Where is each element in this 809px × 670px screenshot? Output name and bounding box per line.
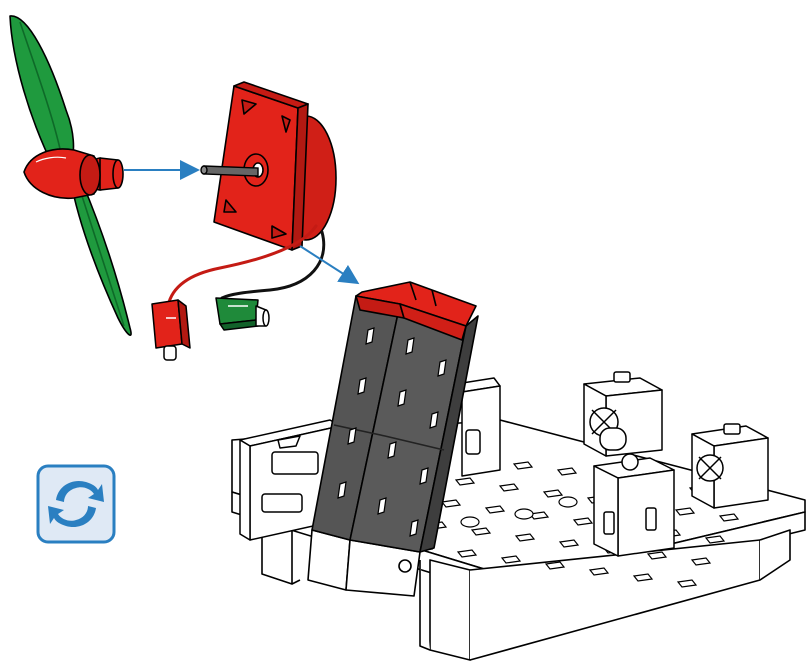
plate-slot bbox=[456, 478, 474, 485]
plate-slot bbox=[458, 550, 476, 557]
plate-slot bbox=[634, 574, 652, 581]
rotate-icon[interactable] bbox=[36, 464, 116, 544]
plate-slot bbox=[706, 536, 724, 543]
plate-slot bbox=[574, 518, 592, 525]
plate-hole bbox=[515, 509, 533, 519]
plate-slot bbox=[692, 558, 710, 565]
plate-slot bbox=[514, 462, 532, 469]
plate-slot bbox=[546, 562, 564, 569]
plate-slot bbox=[560, 540, 578, 547]
plug-red bbox=[152, 300, 190, 360]
plate-slot bbox=[558, 468, 576, 475]
motor bbox=[214, 82, 336, 250]
base-block-right-2 bbox=[692, 424, 768, 508]
base-block-right-3 bbox=[594, 454, 674, 556]
plate-slot bbox=[678, 580, 696, 587]
plate-hole bbox=[559, 497, 577, 507]
plug-green bbox=[216, 298, 269, 330]
plate-hole bbox=[461, 517, 479, 527]
plate-slot bbox=[590, 568, 608, 575]
plate-slot bbox=[544, 490, 562, 497]
plate-slot bbox=[516, 534, 534, 541]
plate-slot bbox=[676, 508, 694, 515]
plate-slot bbox=[472, 528, 490, 535]
plate-slot bbox=[648, 552, 666, 559]
plate-slot bbox=[486, 506, 504, 513]
plate-slot bbox=[502, 556, 520, 563]
base-block-right-1 bbox=[584, 372, 662, 456]
plate-slot bbox=[500, 484, 518, 491]
propeller-hub bbox=[24, 149, 123, 198]
plate-slot bbox=[720, 514, 738, 521]
plate-slot bbox=[442, 500, 460, 507]
motor-shaft bbox=[201, 166, 258, 176]
